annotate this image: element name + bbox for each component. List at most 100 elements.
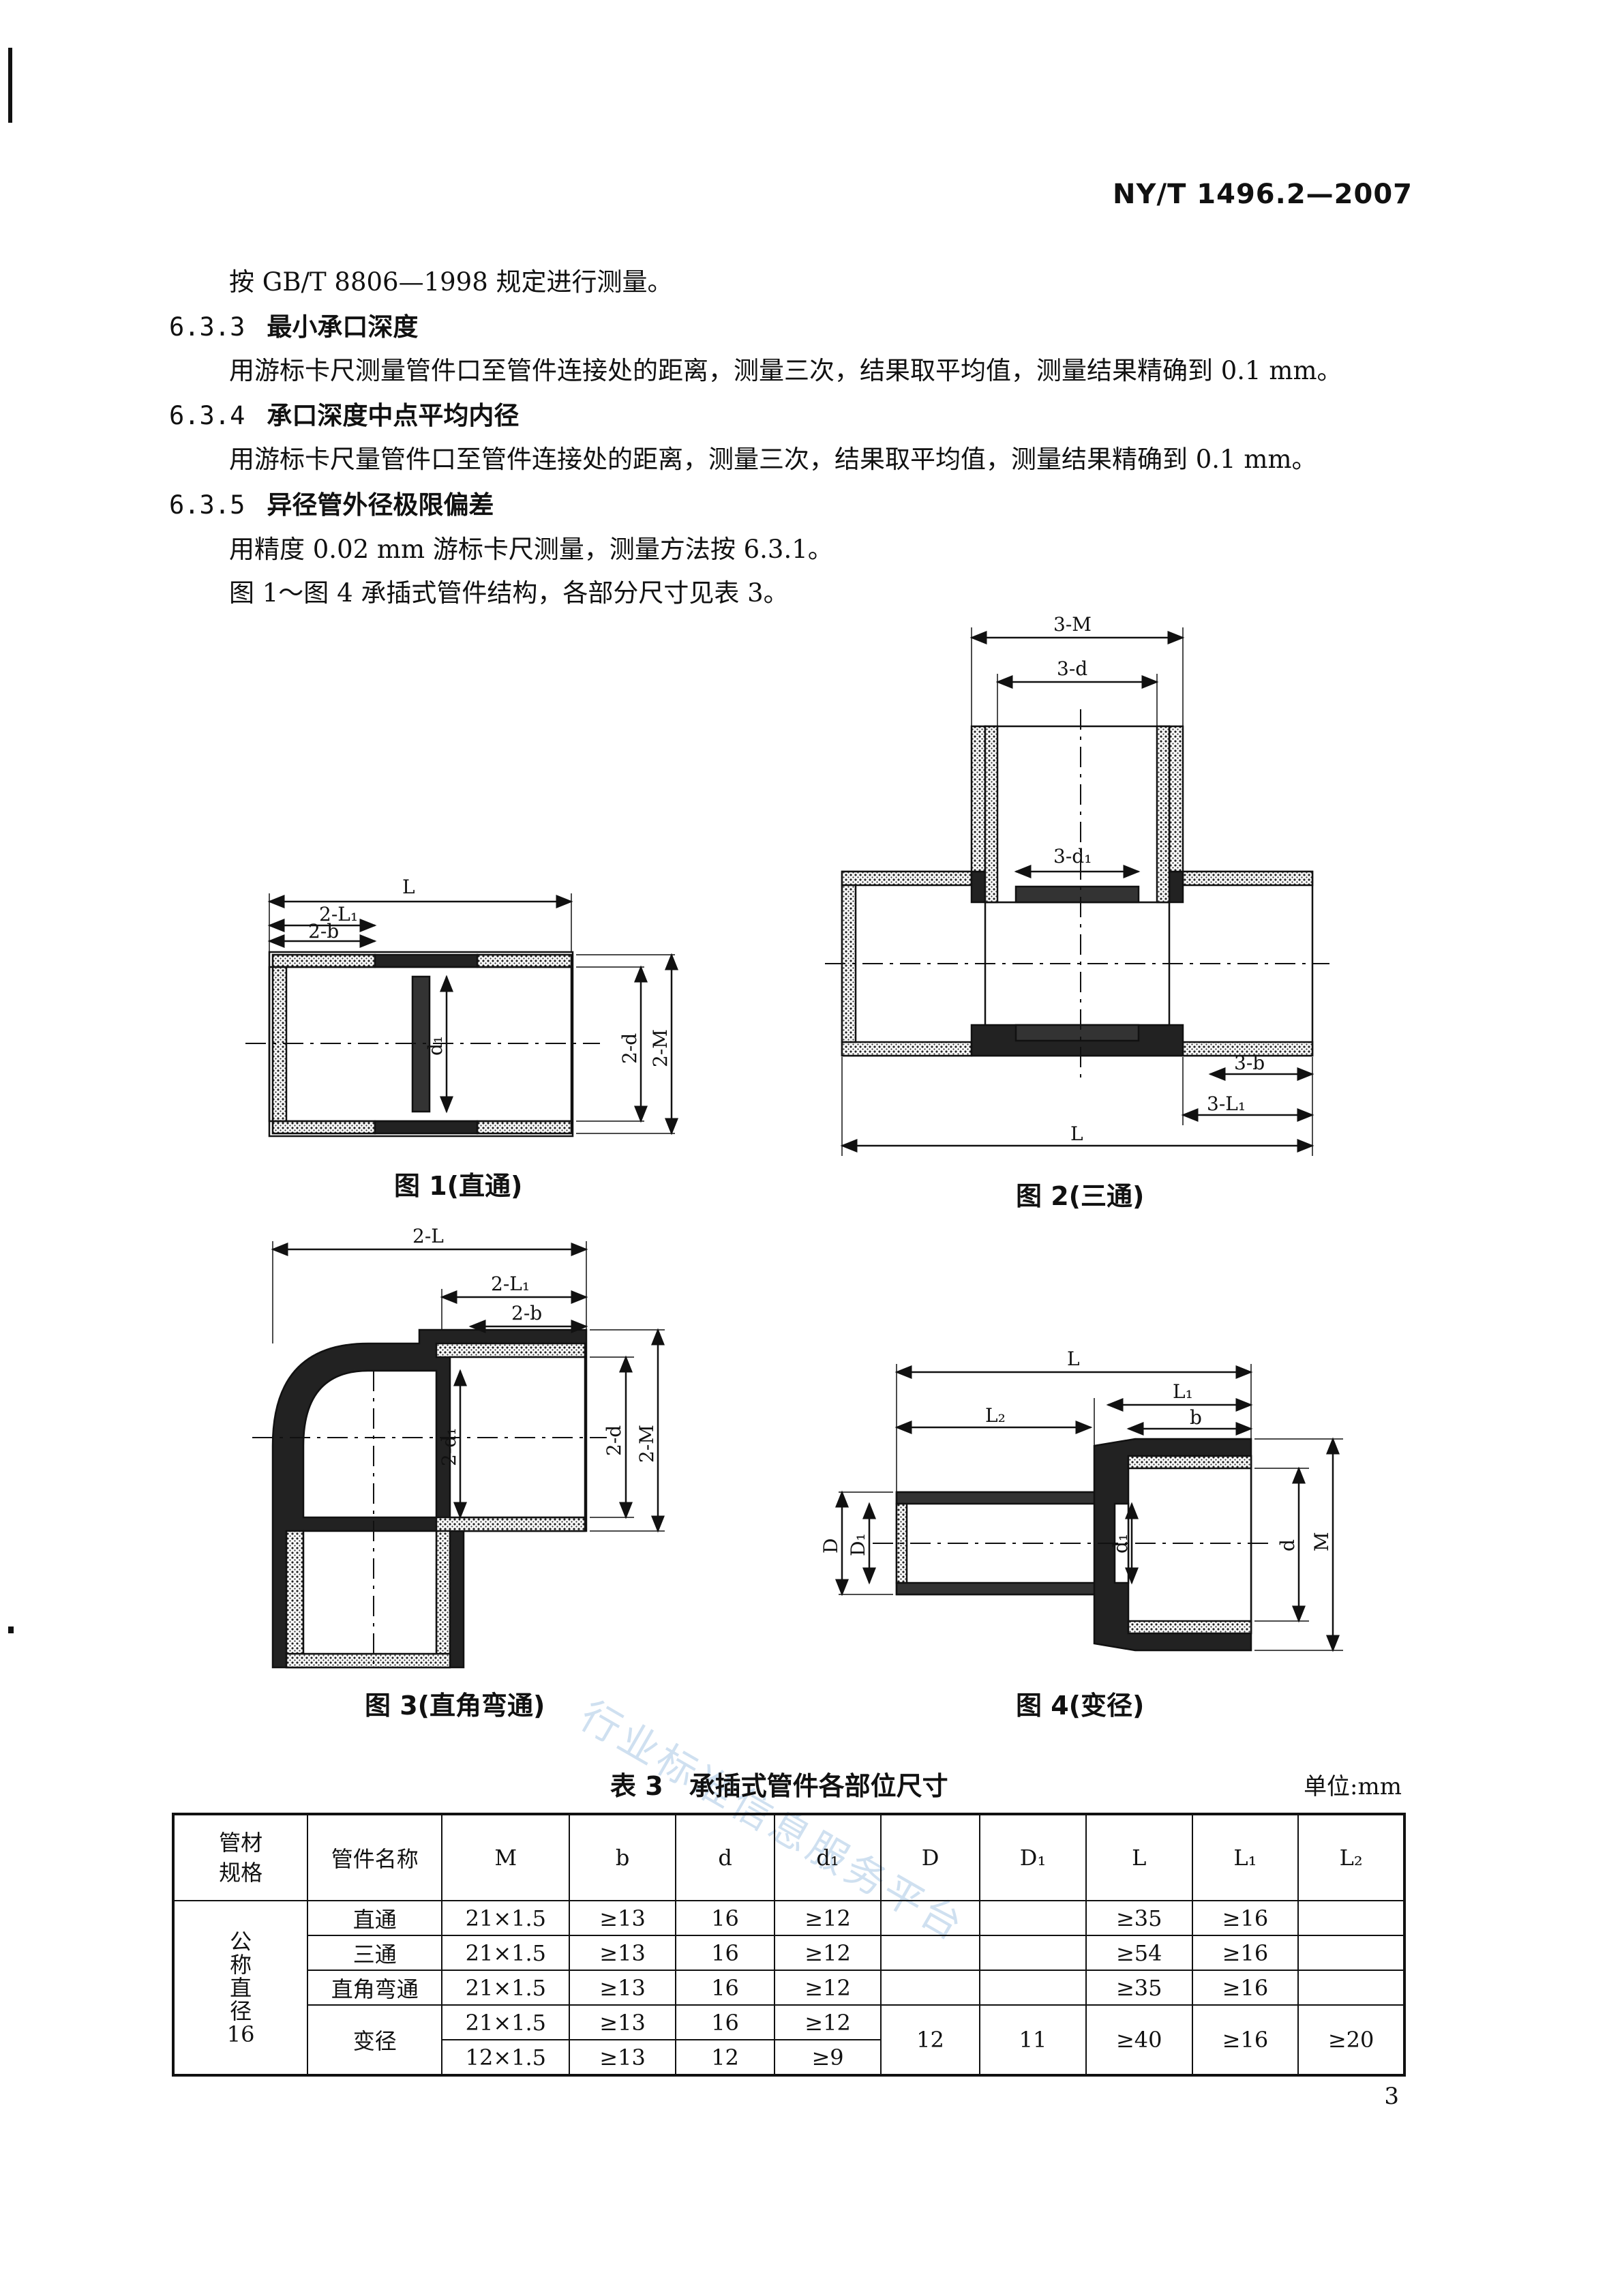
cell-b: ≥13 [569,1970,676,2006]
table-row: 12×1.5 ≥13 12 ≥9 [173,2039,1404,2076]
cell-D1 [979,1935,1087,1971]
fig2-label-b: 3-b [1234,1052,1265,1074]
standard-code: NY/T 1496.2—2007 [1113,179,1413,210]
cell-M: 12×1.5 [441,2039,571,2076]
fig3-label-L1: 2-L₁ [491,1273,530,1295]
header-d: d [674,1813,776,1901]
cell-b: ≥13 [569,1935,676,1971]
header-M: M [441,1813,571,1901]
header-L: L [1085,1813,1193,1901]
section-title: 最小承口深度 [267,312,419,342]
header-d1: d₁ [774,1813,882,1901]
cell-name: 三通 [307,1935,443,1971]
fig4-drawing [835,1364,1343,1652]
fig3-label-b: 2-b [511,1302,542,1324]
fig2-label-d1: 3-d₁ [1053,845,1092,867]
fig2-label-L: L [1070,1123,1083,1145]
fig1-label-L1: 2-L₁ [319,903,358,925]
cell-d1: ≥12 [774,1970,882,2006]
header-D1: D₁ [979,1813,1087,1901]
table-caption: 表 3 承插式管件各部位尺寸 [610,1771,948,1801]
cell-d1: ≥12 [774,1935,882,1971]
table-row: 直角弯通 21×1.5 ≥13 16 ≥12 ≥35 ≥16 [173,1970,1405,2006]
cell-M: 21×1.5 [441,1900,571,1936]
cell-M: 21×1.5 [441,1935,571,1971]
fig1-label-d1: d₁ [424,1036,447,1056]
fig2-drawing [825,627,1329,1156]
fig3-label-M: 2-M [635,1425,658,1463]
cell-L: ≥54 [1085,1935,1193,1971]
section-title: 承口深度中点平均内径 [267,400,520,430]
fig4-label-M: M [1310,1532,1333,1551]
table-row: 三通 21×1.5 ≥13 16 ≥12 ≥54 ≥16 [173,1935,1405,1971]
cell-d: 12 [674,2039,776,2076]
cell-M: 21×1.5 [441,1970,571,2006]
fig4-label-d1: d₁ [1109,1534,1132,1554]
section-number: 6.3.3 [169,312,245,342]
fig4-label-d: d [1276,1539,1299,1551]
fig2-caption: 图 2(三通) [1016,1181,1145,1211]
cell-M: 21×1.5 [441,2004,571,2040]
cell-L1: ≥16 [1191,1900,1299,1936]
fig1-label-d: 2-d [618,1033,641,1064]
cell-D1 [979,1970,1087,2006]
spec-table: 管材 规格 管件名称 M b d d₁ D D₁ L L₁ L₂ 公 称 直 径… [172,1813,1406,2077]
fig3-caption: 图 3(直角弯通) [365,1691,545,1721]
fig3-label-L: 2-L [412,1225,444,1247]
section-title: 异径管外径极限偏差 [267,490,494,520]
fig1-drawing [245,893,678,1138]
cell-b: ≥13 [569,2004,676,2040]
section-heading: 6.3.3 最小承口深度 [169,310,418,344]
cell-d: 16 [674,2004,776,2040]
table-header-row: 管材 规格 管件名称 M b d d₁ D D₁ L L₁ L₂ [172,1813,1405,1901]
cell-L2 [1297,1935,1405,1971]
cell-b: ≥13 [569,2039,676,2076]
cell-L: ≥35 [1085,1970,1193,2006]
section-text: 用精度 0.02 mm 游标卡尺测量，测量方法按 6.3.1。 [229,535,833,564]
cell-D [879,1900,981,1936]
cell-name: 直通 [307,1900,443,1936]
cell-D1 [979,1900,1087,1936]
header-name: 管件名称 [307,1813,443,1901]
fig2-label-L1: 3-L₁ [1207,1093,1246,1115]
table-unit: 单位:mm [1304,1773,1402,1800]
intro-line: 按 GB/T 8806—1998 规定进行测量。 [229,267,673,297]
cell-D [879,1970,981,2006]
cell-d: 16 [674,1900,776,1936]
fig2-label-M: 3-M [1053,613,1092,636]
cell-d1: ≥12 [774,2004,882,2040]
fig4-label-D1: D₁ [847,1533,869,1556]
fig3-drawing [252,1241,665,1669]
fig4-label-D: D [819,1539,842,1554]
cell-d: 16 [674,1970,776,2006]
header-L2: L₂ [1297,1813,1405,1901]
fig1-label-b: 2-b [308,920,339,942]
fig4-caption: 图 4(变径) [1016,1691,1145,1721]
cell-L1: ≥16 [1191,1970,1299,2006]
cell-d1: ≥9 [774,2039,882,2076]
margin-mark [8,1626,14,1633]
fig1-caption: 图 1(直通) [394,1171,523,1201]
header-L1: L₁ [1191,1813,1299,1901]
fig1-label-M: 2-M [649,1029,672,1067]
section-text: 用游标卡尺量管件口至管件连接处的距离，测量三次，结果取平均值，测量结果精确到 0… [229,445,1317,474]
fig4-label-L2: L₂ [985,1404,1006,1427]
fig3-label-d: 2-d [603,1425,625,1456]
cell-L2 [1297,1900,1405,1936]
section-heading: 6.3.5 异径管外径极限偏差 [169,488,494,522]
cell-L: ≥40 [1085,2004,1193,2076]
spec-cell: 公 称 直 径 16 [172,1900,309,2076]
table-row: 公 称 直 径 16 直通 21×1.5 ≥13 16 ≥12 ≥35 ≥16 [172,1900,1405,2076]
fig4-label-L: L [1067,1348,1080,1370]
section-text: 用游标卡尺测量管件口至管件连接处的距离，测量三次，结果取平均值，测量结果精确到 … [229,356,1342,385]
header-b: b [569,1813,676,1901]
section-number: 6.3.5 [169,490,245,520]
fig2-label-d: 3-d [1057,657,1087,680]
cell-L: ≥35 [1085,1900,1193,1936]
table-row: 变径 21×1.5 ≥13 16 ≥12 12 11 ≥40 ≥16 ≥20 [173,2004,1405,2076]
cell-L2 [1297,1970,1405,2006]
figures-svg: L 2-L₁ 2-b d₁ 2-d 2-M 3-M 3-d 3-d₁ 3-b 3… [245,613,1343,1669]
cell-L2: ≥20 [1297,2004,1405,2076]
cell-name: 直角弯通 [307,1970,443,2006]
